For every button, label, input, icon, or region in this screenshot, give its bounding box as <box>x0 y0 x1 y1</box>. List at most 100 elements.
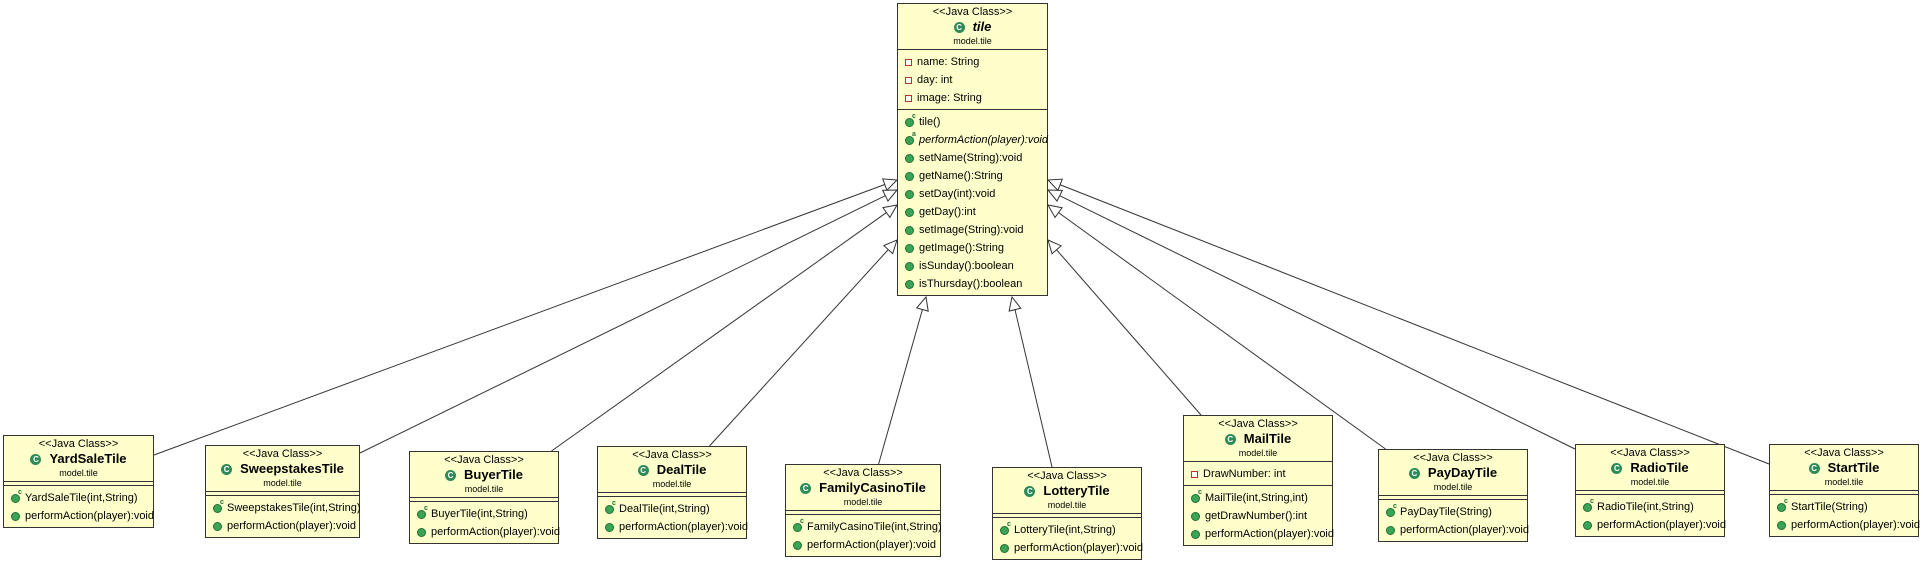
inheritance-arrowhead <box>915 295 929 312</box>
public-method-icon <box>793 540 802 550</box>
method-row: YardSaleTile(int,String) <box>4 489 153 507</box>
class-stereotype: <<Java Class>> <box>444 454 524 466</box>
class-icon: C <box>1408 467 1420 479</box>
inheritance-arrowhead <box>1046 178 1064 192</box>
method-text: setDay(int):void <box>919 188 996 200</box>
class-icon: C <box>800 482 812 494</box>
fields-section <box>1576 490 1724 494</box>
class-stereotype: <<Java Class>> <box>38 438 119 450</box>
class-stereotype: <<Java Class>> <box>823 467 903 479</box>
class-box[interactable]: <<Java Class>>CPayDayTilemodel.tilePayDa… <box>1378 449 1529 542</box>
inheritance-line <box>551 212 887 452</box>
method-row: getDrawNumber():int <box>1184 507 1332 525</box>
constructor-icon <box>793 518 804 532</box>
method-text: performAction(player):void <box>431 526 560 538</box>
method-text: performAction(player):void <box>1400 524 1529 536</box>
public-method-icon <box>213 521 222 531</box>
class-name: StartTile <box>1827 460 1880 475</box>
inheritance-line <box>1056 249 1202 416</box>
class-box[interactable]: <<Java Class>>CLotteryTilemodel.tileLott… <box>992 467 1143 560</box>
methods-section: LotteryTile(int,String)performAction(pla… <box>993 517 1143 559</box>
constructor-icon <box>11 489 22 503</box>
method-text: performAction(player):void <box>1597 519 1726 531</box>
method-text: SweepstakesTile(int,String) <box>227 502 361 514</box>
method-text: performAction(player):void <box>1014 542 1143 554</box>
methods-section: RadioTile(int,String) performAction(playe… <box>1576 494 1726 536</box>
method-text: performAction(player):void <box>619 521 748 533</box>
public-method-icon <box>11 511 20 521</box>
method-row: performAction(player):void <box>598 518 748 536</box>
public-method-icon <box>1777 520 1786 530</box>
method-text: DealTile(int,String) <box>619 503 710 515</box>
class-icon: C <box>444 469 456 481</box>
method-row: PayDayTile(String) <box>1379 503 1527 521</box>
method-row: performAction(player):void <box>898 131 1048 149</box>
class-icon: C <box>1224 433 1236 445</box>
method-row: BuyerTile(int,String) <box>410 505 558 523</box>
field-text: day: int <box>917 74 953 86</box>
method-row: isSunday():boolean <box>898 257 1047 275</box>
public-method-icon <box>605 522 614 532</box>
private-field-icon <box>1191 470 1198 478</box>
fields-section: DrawNumber: int <box>1184 461 1332 485</box>
method-row: performAction(player):void <box>993 539 1143 557</box>
class-box[interactable]: <<Java Class>>CBuyerTilemodel.tileBuyerT… <box>409 451 560 544</box>
inheritance-arrowhead <box>882 204 898 219</box>
method-row: performAction(player):void <box>1576 516 1726 534</box>
method-text: RadioTile(int,String) <box>1597 501 1694 513</box>
constructor-icon <box>605 500 616 514</box>
public-method-icon <box>1386 525 1395 535</box>
class-box[interactable]: <<Java Class>>CRadioTilemodel.tileRadioT… <box>1575 444 1726 537</box>
class-stereotype: <<Java Class>> <box>1804 447 1884 459</box>
methods-section: FamilyCasinoTile(int,String)performActio… <box>786 514 942 556</box>
class-box[interactable]: <<Java Class>>CDealTilemodel.tileDealTil… <box>597 446 748 539</box>
method-row: performAction(player):void <box>410 523 560 541</box>
method-text: FamilyCasinoTile(int,String) <box>807 521 942 533</box>
class-stereotype: <<Java Class>> <box>632 449 712 461</box>
method-row: MailTile(int,String,int) <box>1184 489 1332 507</box>
inheritance-arrowhead <box>882 239 898 255</box>
inheritance-arrowhead <box>1008 295 1022 312</box>
inheritance-line <box>1058 212 1386 450</box>
inheritance-line <box>1059 195 1576 450</box>
private-field-icon <box>905 76 912 84</box>
class-stereotype: <<Java Class>> <box>1413 452 1493 464</box>
method-text: performAction(player):void <box>1205 528 1334 540</box>
fields-section <box>4 481 153 485</box>
method-row: FamilyCasinoTile(int,String) <box>786 518 942 536</box>
class-package: model.tile <box>263 478 302 488</box>
method-text: setName(String):void <box>919 152 1023 164</box>
public-method-icon <box>1191 529 1200 539</box>
constructor-icon <box>213 499 224 513</box>
fields-section <box>598 492 746 496</box>
method-row: RadioTile(int,String) <box>1576 498 1724 516</box>
class-icon: C <box>1024 485 1036 497</box>
fields-section <box>206 491 359 495</box>
class-box[interactable]: <<Java Class>>CYardSaleTilemodel.tileYar… <box>3 435 154 528</box>
class-package: model.tile <box>652 479 692 489</box>
constructor-icon <box>1000 521 1011 535</box>
class-stereotype: <<Java Class>> <box>1218 418 1298 430</box>
class-package: model.tile <box>1238 448 1278 458</box>
class-package: model.tile <box>1824 477 1864 487</box>
class-icon: C <box>953 21 965 33</box>
inheritance-line <box>709 249 889 447</box>
method-row: getDay():int <box>898 203 1047 221</box>
class-name: YardSaleTile <box>49 451 127 466</box>
inheritance-arrowhead <box>1046 189 1064 203</box>
